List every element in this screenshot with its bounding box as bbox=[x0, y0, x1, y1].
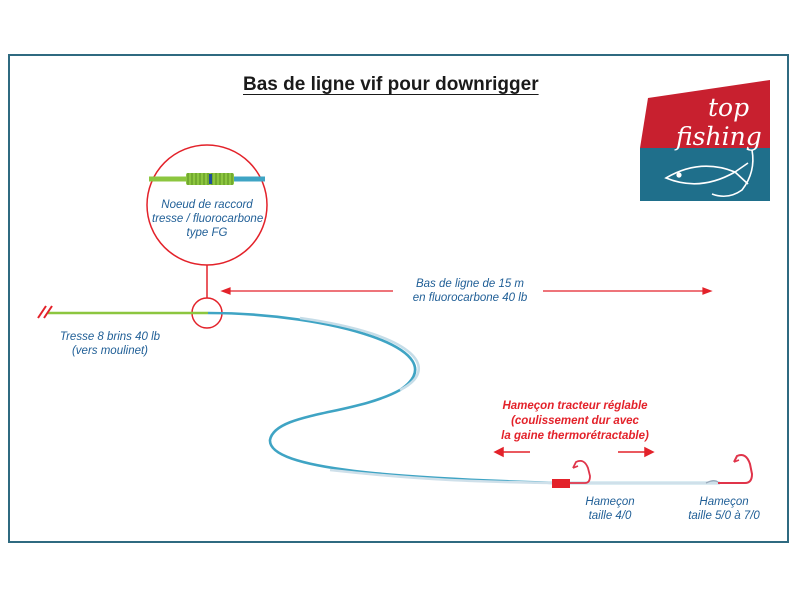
knot-label-line2: tresse / fluorocarbone bbox=[152, 213, 264, 225]
logo-red-panel bbox=[640, 80, 770, 148]
leader-label: Bas de ligne de 15 m en fluorocarbone 40… bbox=[395, 277, 545, 305]
leader-light-segment bbox=[299, 316, 420, 392]
braid-label: Tresse 8 brins 40 lb (vers moulinet) bbox=[50, 330, 170, 358]
logo-word-fishing: fishing bbox=[674, 122, 762, 151]
tracker-label: Hameçon tracteur réglable (coulissement … bbox=[490, 399, 660, 444]
leader-length-arrows bbox=[220, 287, 713, 295]
cut-mark-icon bbox=[37, 305, 53, 319]
leader-label-line2: en fluorocarbone 40 lb bbox=[412, 292, 528, 304]
braid-label-line1: Tresse 8 brins 40 lb bbox=[59, 331, 161, 343]
knot-label: Noeud de raccord tresse / fluorocarbone … bbox=[152, 198, 264, 240]
tracker-label-line3: la gaine thermorétractable) bbox=[501, 430, 649, 442]
braid-label-line2: (vers moulinet) bbox=[71, 345, 149, 357]
hook1-label: Hameçon taille 4/0 bbox=[575, 495, 645, 523]
leader-light-tail bbox=[329, 468, 720, 485]
hook2-label-line1: Hameçon bbox=[699, 496, 749, 508]
tracker-label-line2: (coulissement dur avec bbox=[511, 415, 639, 427]
fluorocarbon-leader bbox=[207, 311, 720, 485]
leader-label-line1: Bas de ligne de 15 m bbox=[415, 278, 525, 290]
logo-word-top: top bbox=[708, 93, 749, 122]
knot-label-line1: Noeud de raccord bbox=[161, 199, 253, 211]
tracker-hook-icon bbox=[552, 459, 591, 488]
hook1-label-line1: Hameçon bbox=[585, 496, 635, 508]
knot-label-line3: type FG bbox=[186, 227, 228, 239]
diagram-frame bbox=[8, 54, 789, 543]
hook2-label-line2: taille 5/0 à 7/0 bbox=[688, 510, 760, 522]
diagram-title: Bas de ligne vif pour downrigger bbox=[243, 74, 539, 95]
hook2-label: Hameçon taille 5/0 à 7/0 bbox=[676, 495, 772, 523]
tracker-label-line1: Hameçon tracteur réglable bbox=[502, 400, 648, 412]
tracker-slide-arrows bbox=[493, 446, 655, 458]
logo-teal-panel bbox=[640, 148, 770, 201]
fg-knot-wraps bbox=[186, 173, 234, 185]
top-fishing-logo: top fishing bbox=[640, 80, 770, 201]
heat-shrink-sleeve bbox=[552, 479, 570, 488]
knot-magnifier bbox=[146, 144, 268, 329]
fish-icon bbox=[664, 149, 754, 198]
hook1-label-line2: taille 4/0 bbox=[588, 510, 632, 522]
main-hook-icon bbox=[705, 454, 754, 484]
